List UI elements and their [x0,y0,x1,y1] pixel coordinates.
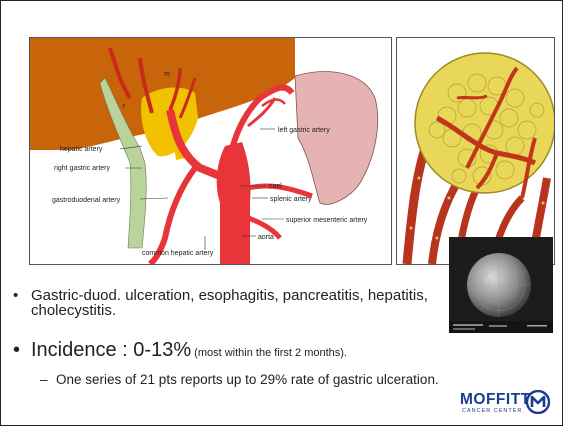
bullet-incidence-note: (most within the first 2 months). [191,347,347,359]
sub-bullet-series: – One series of 21 pts reports up to 29%… [56,372,556,388]
label-coel: coel [269,183,282,190]
label-left-gastric-artery: left gastric artery [278,127,330,134]
bullet-dot: • [13,288,18,303]
microsphere-vessel-illustration [397,38,554,264]
logo-subtitle: CANCER CENTER [462,408,522,414]
sub-bullet-dash: – [40,372,48,388]
bullet-incidence-text: Incidence : 0-13% [31,339,191,361]
label-superior-mesenteric-artery: superior mesenteric artery [286,217,368,224]
label-right-gastric-artery: right gastric artery [54,165,111,172]
bullet-dot: • [13,339,20,361]
microsphere-vessel-figure [396,37,555,265]
anatomy-figure: m r hepatic artery right gastric artery … [29,37,392,265]
label-common-hepatic-artery: common hepatic artery [142,250,214,257]
bullet-adverse-effects-text: Gastric-duod. ulceration, esophagitis, p… [31,287,428,319]
electron-micrograph-image [449,237,553,333]
label-gastroduodenal-artery: gastroduodenal artery [52,197,121,204]
moffitt-m-icon [526,390,550,414]
sub-bullet-series-text: One series of 21 pts reports up to 29% r… [56,372,439,387]
logo-wordmark: MOFFITT [460,391,531,409]
bullet-adverse-effects: • Gastric-duod. ulceration, esophagitis,… [31,288,451,318]
bullet-incidence: • Incidence : 0-13% (most within the fir… [31,339,551,364]
label-m: m [164,71,170,78]
label-splenic-artery: splenic artery [270,196,312,203]
label-aorta: aorta [258,234,274,241]
arterial-anatomy-diagram: m r hepatic artery right gastric artery … [30,38,391,264]
label-hepatic-artery: hepatic artery [60,146,103,153]
microsphere-sem-picture [449,237,553,333]
moffitt-logo: MOFFITT CANCER CENTER [460,390,550,420]
